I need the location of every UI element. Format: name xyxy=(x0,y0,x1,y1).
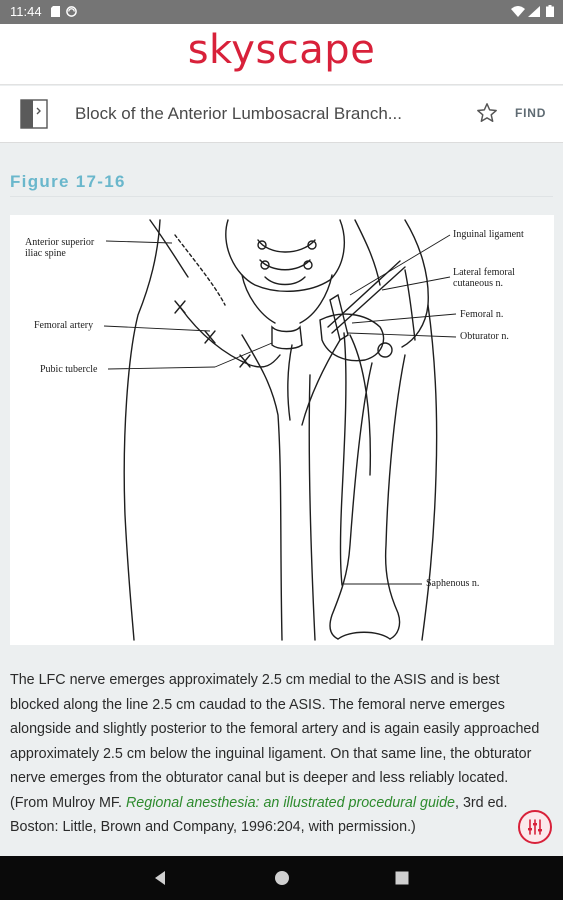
signal-icon xyxy=(528,6,540,17)
sacroiliac-right xyxy=(299,274,333,324)
leader-inguinal xyxy=(349,234,451,296)
obturator-branch xyxy=(301,339,341,426)
status-bar: 11:44 xyxy=(0,0,563,24)
lfc-nerve xyxy=(404,269,416,341)
obturator-foramen xyxy=(319,313,385,362)
leader-pubic-tubercle-2 xyxy=(214,342,273,368)
label-obturator-nerve: Obturator n. xyxy=(460,331,509,342)
star-outline-icon[interactable] xyxy=(476,102,498,124)
figure-image[interactable]: Anterior superior iliac spine Femoral ar… xyxy=(10,215,554,645)
settings-fab-button[interactable] xyxy=(518,810,552,844)
leader-femoral-artery xyxy=(103,325,211,332)
sd-card-icon xyxy=(51,6,60,17)
femur-medial-edge xyxy=(329,362,373,640)
label-saphenous-nerve: Saphenous n. xyxy=(426,578,480,589)
content-scroll[interactable]: Figure 17-16 xyxy=(0,143,563,856)
label-pubic-tubercle: Pubic tubercle xyxy=(40,364,98,375)
asterisk-tubercle xyxy=(239,354,251,368)
asterisk-asis xyxy=(174,300,186,314)
book-icon[interactable] xyxy=(20,99,48,129)
sacral-foramen-2 xyxy=(307,240,317,250)
femoral-branch xyxy=(349,334,372,476)
leader-femoral-n xyxy=(351,313,457,324)
figure-caption: The LFC nerve emerges approximately 2.5 … xyxy=(10,668,545,840)
tune-sliders-icon xyxy=(528,819,542,835)
right-thigh-medial-contour xyxy=(308,374,316,641)
label-inguinal-ligament: Inguinal ligament xyxy=(453,229,524,240)
right-iliac-rim xyxy=(354,219,381,286)
asterisk-artery xyxy=(204,330,216,344)
leader-asis xyxy=(105,240,173,244)
system-nav-bar xyxy=(0,856,563,900)
sacrum-line-3 xyxy=(264,276,306,286)
left-thigh-lateral-contour xyxy=(123,219,161,641)
label-femoral-artery: Femoral artery xyxy=(34,320,94,331)
caption-reference-link[interactable]: Regional anesthesia: an illustrated proc… xyxy=(125,794,456,811)
label-lfc-nerve: Lateral femoral cutaneous n. xyxy=(453,267,515,289)
left-thigh-medial-contour xyxy=(241,334,283,641)
figure-label: Figure 17-16 xyxy=(10,172,126,191)
sync-icon xyxy=(66,6,77,17)
leader-obturator xyxy=(347,332,457,338)
leader-pubic-tubercle-1 xyxy=(107,366,216,370)
femur-lateral-edge xyxy=(384,354,406,640)
inguinal-ligament xyxy=(331,266,406,334)
pubic-branch xyxy=(287,344,293,421)
document-title: Block of the Anterior Lumbosacral Branch… xyxy=(75,104,402,123)
pubic-symphysis xyxy=(271,325,303,350)
sacral-foramen-1 xyxy=(257,240,267,250)
status-time: 11:44 xyxy=(10,4,42,19)
leader-lfc xyxy=(381,276,451,291)
landmark-line xyxy=(179,306,281,368)
figure-divider xyxy=(10,196,553,197)
label-asis: Anterior superior iliac spine xyxy=(25,237,95,259)
home-circle-icon[interactable] xyxy=(272,868,292,888)
brand-logo: skyscape xyxy=(187,27,376,73)
caption-text-1: The LFC nerve emerges approximately 2.5 … xyxy=(10,672,540,811)
app-bar: skyscape xyxy=(0,24,563,85)
back-triangle-icon[interactable] xyxy=(150,868,170,888)
recents-square-icon[interactable] xyxy=(392,868,412,888)
caption-text-2: , 3rd ed. Boston: Little, Brown and Comp… xyxy=(10,794,508,836)
sacrum-outline xyxy=(225,219,345,293)
label-femoral-nerve: Femoral n. xyxy=(460,309,504,320)
sacrum-line-1 xyxy=(257,239,316,253)
femur-condyle xyxy=(337,631,391,640)
wifi-icon xyxy=(511,6,525,17)
title-bar: Block of the Anterior Lumbosacral Branch… xyxy=(0,86,563,143)
right-thigh-lateral-contour xyxy=(421,304,438,641)
battery-icon xyxy=(546,5,554,17)
femoral-head xyxy=(377,342,393,358)
left-iliac-dashed xyxy=(174,234,226,306)
saphenous-nerve xyxy=(339,332,347,586)
find-button[interactable]: FIND xyxy=(515,106,547,120)
sacroiliac-left xyxy=(241,274,276,324)
sacrum-line-2 xyxy=(259,259,311,271)
left-iliac-crest xyxy=(149,219,189,278)
sacral-foramen-3 xyxy=(260,260,270,270)
pelvis-illustration xyxy=(103,219,457,641)
sacral-foramen-4 xyxy=(303,260,313,270)
